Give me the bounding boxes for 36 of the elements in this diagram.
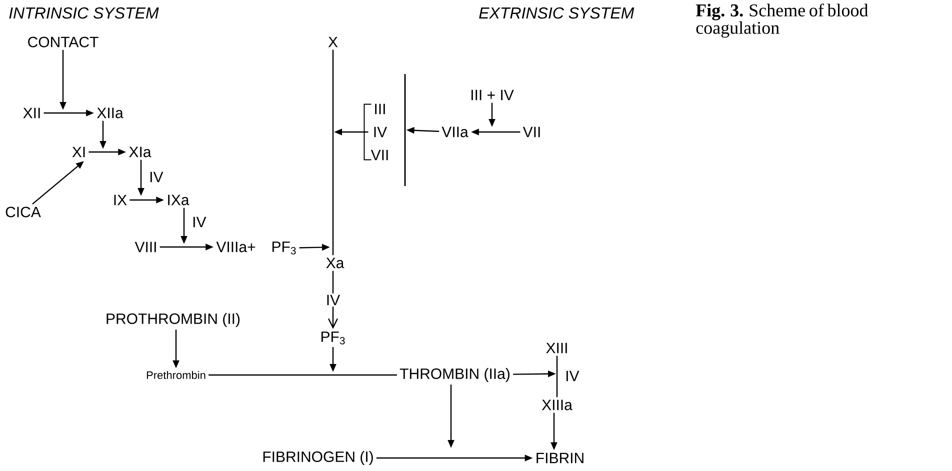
factor-label: PF$_{3}$ bbox=[321, 332, 345, 344]
factor-label: PF$_{3}$ bbox=[272, 242, 296, 254]
factor-label: FIBRIN bbox=[536, 452, 584, 464]
factor-label: VIII bbox=[134, 242, 156, 252]
heading: EXTRINSIC SYSTEM bbox=[479, 7, 634, 19]
connector-line bbox=[332, 50, 334, 256]
factor-label: XIII bbox=[546, 342, 567, 354]
factor-label: IX bbox=[114, 194, 127, 206]
factor-label: XIa bbox=[129, 146, 152, 158]
factor-label: XIIa bbox=[97, 108, 124, 118]
factor-label: Prethrombin bbox=[146, 370, 206, 380]
connector-line bbox=[556, 356, 558, 398]
arrow bbox=[328, 270, 338, 329]
caption: Fig. 3. Scheme of blood coagulation bbox=[696, 4, 868, 38]
edge-label: IV bbox=[564, 369, 581, 383]
edge-label: IV bbox=[324, 293, 342, 307]
factor-label: XIIIa bbox=[542, 400, 572, 410]
factor-label: IXa bbox=[168, 194, 190, 206]
factor-label: CICA bbox=[6, 206, 41, 218]
factor-label: VIIa bbox=[442, 126, 468, 138]
factor-label: Xa bbox=[326, 258, 344, 268]
factor-label: XII bbox=[23, 108, 40, 118]
factor-list: III IV VII bbox=[370, 104, 388, 160]
heading: INTRINSIC SYSTEM bbox=[9, 7, 159, 19]
connector-line bbox=[208, 374, 397, 376]
factor-label: XI bbox=[72, 146, 85, 158]
factor-label: FIBRINOGEN (I) bbox=[263, 451, 373, 465]
edge-label: IV bbox=[148, 170, 165, 184]
factor-label: THROMBIN (IIa) bbox=[400, 368, 510, 382]
factor-label: VIIIa+ bbox=[216, 242, 256, 252]
factor-label: VII bbox=[522, 126, 540, 138]
edge-label: IV bbox=[190, 215, 208, 229]
factor-label: X bbox=[328, 36, 338, 48]
factor-label: PROTHROMBIN (II) bbox=[106, 313, 240, 327]
factor-label: CONTACT bbox=[28, 36, 98, 48]
factor-label: III + IV bbox=[472, 90, 514, 100]
